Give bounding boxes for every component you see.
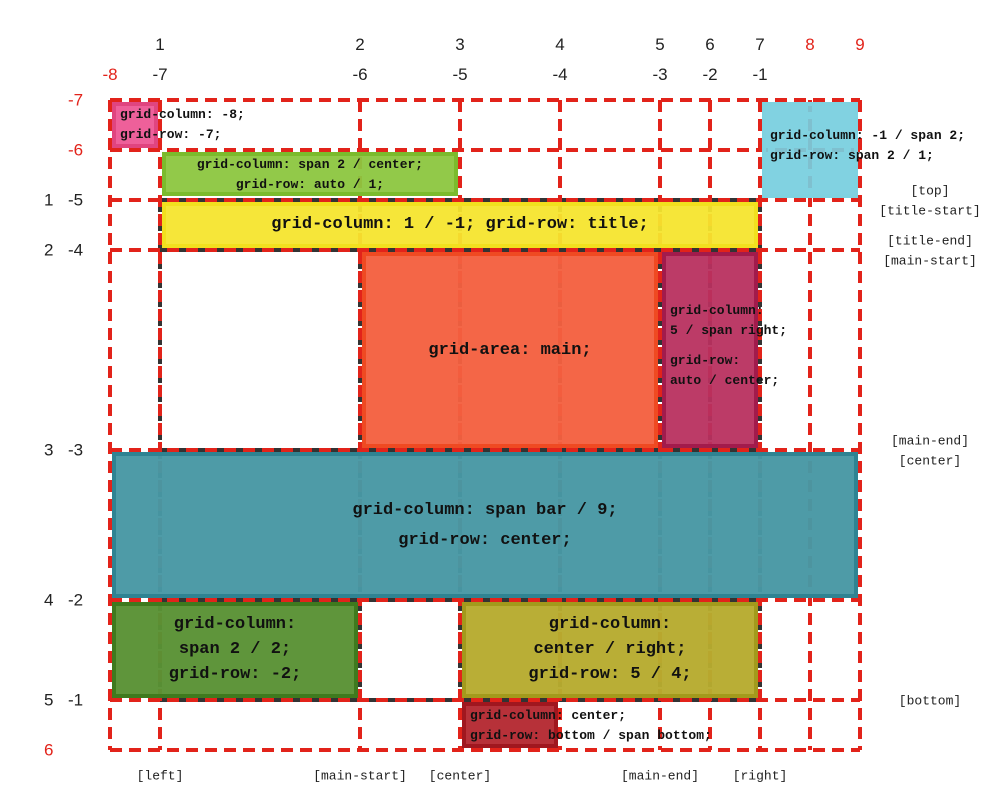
item-yellow-text: grid-column: 1 / -1; grid-row: title; — [162, 212, 758, 237]
item-dark-red — [462, 702, 558, 748]
column-number-5: 5 — [655, 35, 665, 54]
item-green — [112, 602, 358, 698]
column-number-neg-8: -8 — [102, 65, 118, 84]
item-light-blue-line-1: grid-column: -1 / span 2; — [770, 128, 966, 143]
item-magenta — [662, 252, 758, 448]
item-magenta-line-1: grid-column: — [670, 303, 764, 318]
item-lime-line-2: grid-row: auto / 1; — [235, 177, 385, 192]
item-pink — [112, 102, 158, 148]
item-pink-line-1: grid-column: -8; — [120, 107, 245, 122]
row-line-name-main-end: [main-end] — [890, 433, 970, 449]
item-lime — [162, 152, 458, 196]
item-yellow-line-1: grid-column: 1 / -1; grid-row: title; — [271, 215, 649, 234]
item-dark-red-line-2: grid-row: bottom / span bottom; — [470, 728, 712, 743]
item-olive — [462, 602, 758, 698]
column-line-name-center: [center] — [428, 768, 492, 784]
row-line-name-bottom: [bottom] — [898, 693, 962, 709]
item-magenta-line-4: auto / center; — [670, 373, 780, 388]
item-light-blue-line-2: grid-row: span 2 / 1; — [770, 148, 934, 163]
row-number-5: 5 — [44, 690, 54, 710]
row-number-3: 3 — [44, 440, 54, 460]
column-number-8: 8 — [805, 35, 815, 54]
column-number-1: 1 — [155, 35, 165, 54]
item-lime-line-1: grid-column: span 2 / center; — [196, 157, 424, 172]
item-green-line-2: span 2 / 2; — [178, 640, 292, 659]
row-line-name-title-end: [title-end] — [887, 233, 973, 249]
column-line-name-left: [left] — [136, 768, 184, 784]
row-number-neg-1: -1 — [68, 690, 84, 710]
item-green-line-1: grid-column: — [173, 615, 297, 634]
column-number-neg-5: -5 — [452, 65, 468, 84]
item-olive-text: grid-column: center / right; grid-row: 5… — [462, 612, 758, 687]
row-number-neg-4: -4 — [68, 240, 84, 260]
column-line-name-main-end: [main-end] — [620, 768, 700, 784]
item-orange-text: grid-area: main; — [362, 338, 658, 363]
column-number-neg-7: -7 — [152, 65, 168, 84]
item-dark-red-text: grid-column: center; grid-row: bottom / … — [470, 706, 712, 746]
row-number-1: 1 — [44, 190, 54, 210]
row-number-neg-5: -5 — [68, 190, 84, 210]
item-teal-line-2: grid-row: center; — [398, 531, 572, 550]
item-magenta-line-2: 5 / span right; — [670, 323, 788, 338]
column-number-2: 2 — [355, 35, 365, 54]
column-line-name-main-start: [main-start] — [313, 768, 407, 784]
item-magenta-text: grid-column: 5 / span right; grid-row: a… — [670, 301, 787, 391]
column-number-7: 7 — [755, 35, 765, 54]
column-number-neg-6: -6 — [352, 65, 368, 84]
item-olive-line-3: grid-row: 5 / 4; — [528, 665, 692, 684]
column-number-neg-1: -1 — [752, 65, 768, 84]
item-green-line-3: grid-row: -2; — [168, 665, 302, 684]
row-number-4: 4 — [44, 590, 54, 610]
row-line-name-title-start: [title-start] — [879, 203, 981, 219]
item-orange — [362, 252, 658, 448]
column-number-4: 4 — [555, 35, 565, 54]
item-olive-line-2: center / right; — [533, 640, 687, 659]
item-magenta-line-3: grid-row: — [670, 353, 741, 368]
column-number-neg-4: -4 — [552, 65, 568, 84]
item-orange-line-1: grid-area: main; — [428, 341, 592, 360]
item-olive-line-1: grid-column: — [548, 615, 672, 634]
column-number-neg-2: -2 — [702, 65, 718, 84]
row-number-neg-3: -3 — [68, 440, 84, 460]
row-number-neg-2: -2 — [68, 590, 84, 610]
item-green-text: grid-column: span 2 / 2; grid-row: -2; — [112, 612, 358, 687]
item-teal-text: grid-column: span bar / 9; grid-row: cen… — [112, 496, 858, 556]
column-line-name-right: [right] — [732, 768, 788, 784]
row-number-2: 2 — [44, 240, 54, 260]
row-line-name-main-start: [main-start] — [883, 253, 977, 269]
row-line-name-top: [top] — [910, 183, 950, 199]
row-line-name-center: [center] — [898, 453, 962, 469]
row-number-6: 6 — [44, 740, 54, 760]
column-number-neg-3: -3 — [652, 65, 668, 84]
item-pink-line-2: grid-row: -7; — [120, 127, 222, 142]
item-light-blue-text: grid-column: -1 / span 2; grid-row: span… — [770, 126, 965, 166]
item-dark-red-line-1: grid-column: center; — [470, 708, 627, 723]
item-light-blue — [762, 102, 858, 198]
item-pink-text: grid-column: -8; grid-row: -7; — [120, 105, 245, 145]
row-number-neg-6: -6 — [68, 140, 84, 160]
item-teal — [112, 452, 858, 598]
column-number-3: 3 — [455, 35, 465, 54]
column-number-6: 6 — [705, 35, 715, 54]
item-teal-line-1: grid-column: span bar / 9; — [352, 501, 618, 520]
column-number-9: 9 — [855, 35, 865, 54]
row-number-neg-7: -7 — [68, 90, 84, 110]
item-yellow — [162, 202, 758, 248]
item-lime-text: grid-column: span 2 / center; grid-row: … — [162, 155, 458, 195]
